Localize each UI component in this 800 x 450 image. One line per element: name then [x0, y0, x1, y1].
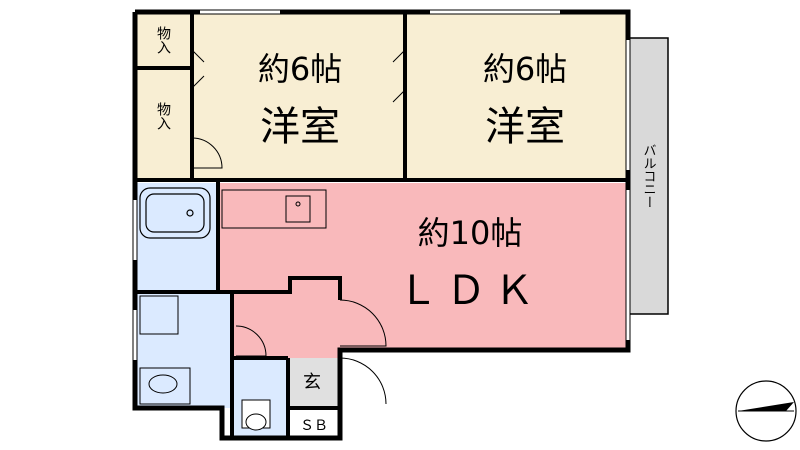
entrance-label: 玄: [303, 372, 321, 393]
ldk-size: 約10帖: [418, 214, 523, 252]
ldk-area: [218, 183, 628, 350]
interior-walls: [135, 12, 628, 438]
washbasin-icon: [139, 367, 191, 405]
storage-upper-label: 物入: [155, 26, 171, 54]
shoe-box-label: ＳＢ: [300, 418, 328, 434]
ldk-name: ＬＤＫ: [398, 268, 542, 314]
western-room-left-name: 洋室: [260, 104, 340, 150]
storage-lower: [135, 68, 192, 178]
washing-machine-icon: [139, 295, 179, 335]
balcony-area: [627, 37, 669, 315]
windows: [133, 10, 630, 360]
compass-north-arrow-icon: [735, 380, 797, 442]
shoe-box-area: [288, 408, 340, 438]
storage-upper: [135, 12, 192, 68]
entrance-area: [288, 358, 340, 408]
western-room-left-size: 約6帖: [258, 50, 342, 88]
storage-lower-label: 物入: [155, 102, 171, 130]
toilet-icon: [241, 399, 271, 431]
kitchen-sink-icon: [221, 189, 327, 229]
western-room-right: [405, 12, 628, 178]
doors: [191, 49, 406, 405]
bathtub-icon: [139, 187, 211, 239]
western-room-left: [192, 12, 405, 178]
window-frames: [132, 9, 631, 360]
washroom-area: [135, 292, 232, 408]
hall-area: [232, 278, 340, 358]
balcony-label: バルコニー: [641, 144, 657, 209]
western-room-right-size: 約6帖: [483, 50, 567, 88]
western-room-right-name: 洋室: [485, 104, 565, 150]
